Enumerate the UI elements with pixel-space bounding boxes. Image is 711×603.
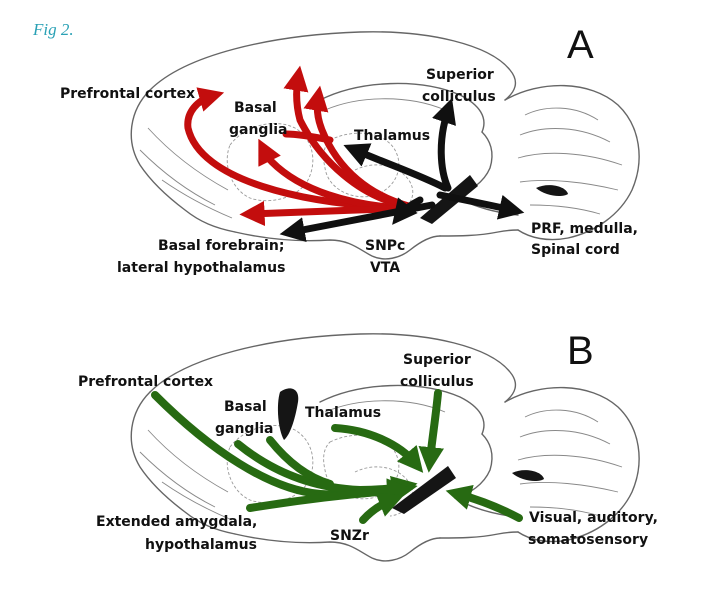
- label-b-extended-amygdala: Extended amygdala,: [96, 514, 257, 530]
- figure-caption: Fig 2.: [32, 20, 74, 39]
- panel-a-arrow-thalamic-red: [282, 130, 334, 144]
- panel-a-letter: A: [567, 23, 594, 67]
- label-b-somatosensory: somatosensory: [528, 532, 648, 548]
- panel-a: A Prefrontal cortex Basal ganglia Superi…: [60, 23, 640, 276]
- label-a-basal-forebrain: Basal forebrain;: [158, 238, 284, 254]
- label-b-snzr: SNZr: [330, 528, 369, 544]
- panel-b-arrow-thalamus: [331, 424, 424, 473]
- panel-a-arrow-snpc: [392, 196, 424, 225]
- panel-a-arrow-basal-ganglia: [258, 138, 409, 212]
- label-b-prefrontal-cortex: Prefrontal cortex: [78, 374, 213, 390]
- label-b-visual-auditory: Visual, auditory,: [529, 510, 658, 526]
- label-a-lateral-hypothalamus: lateral hypothalamus: [117, 260, 285, 276]
- panel-b-arrow-snzr: [359, 492, 404, 524]
- label-a-prefrontal-cortex: Prefrontal cortex: [60, 86, 195, 102]
- label-b-colliculus: colliculus: [400, 374, 474, 390]
- panel-b-arrow-superior-colliculus: [418, 389, 445, 473]
- panel-b-arrow-sensory: [445, 485, 523, 522]
- label-b-hypothalamus: hypothalamus: [145, 537, 257, 553]
- label-a-thalamus: Thalamus: [354, 128, 430, 144]
- label-a-vta: VTA: [370, 260, 400, 276]
- label-a-colliculus: colliculus: [422, 89, 496, 105]
- label-b-basal: Basal: [224, 399, 267, 415]
- panel-b-ventricle-shape: [277, 388, 299, 440]
- label-a-snpc: SNPc: [365, 238, 405, 254]
- panel-b-arrow-basal-ganglia-2: [266, 436, 334, 488]
- panel-a-arrow-superior-colliculus: [432, 98, 456, 192]
- label-b-thalamus: Thalamus: [305, 405, 381, 421]
- label-a-basal: Basal: [234, 100, 277, 116]
- label-a-ganglia: ganglia: [229, 122, 288, 138]
- panel-b: B Prefrontal cortex Basal ganglia Superi…: [78, 329, 658, 562]
- panel-b-arrow-amygdala: [246, 478, 413, 512]
- panel-a-arrow-thalamus: [343, 143, 449, 192]
- panel-a-arrow-prf: [436, 191, 525, 220]
- label-a-prf-medulla: PRF, medulla,: [531, 221, 638, 237]
- panel-a-cerebellar-nucleus-shape: [536, 185, 568, 196]
- label-b-superior: Superior: [403, 352, 471, 368]
- panel-a-arrow-prefrontal: [184, 87, 414, 212]
- label-a-superior: Superior: [426, 67, 494, 83]
- panel-b-letter: B: [567, 329, 594, 373]
- panel-b-cerebellar-nucleus-shape: [512, 470, 544, 481]
- label-a-spinal-cord: Spinal cord: [531, 242, 620, 258]
- label-b-ganglia: ganglia: [215, 421, 274, 437]
